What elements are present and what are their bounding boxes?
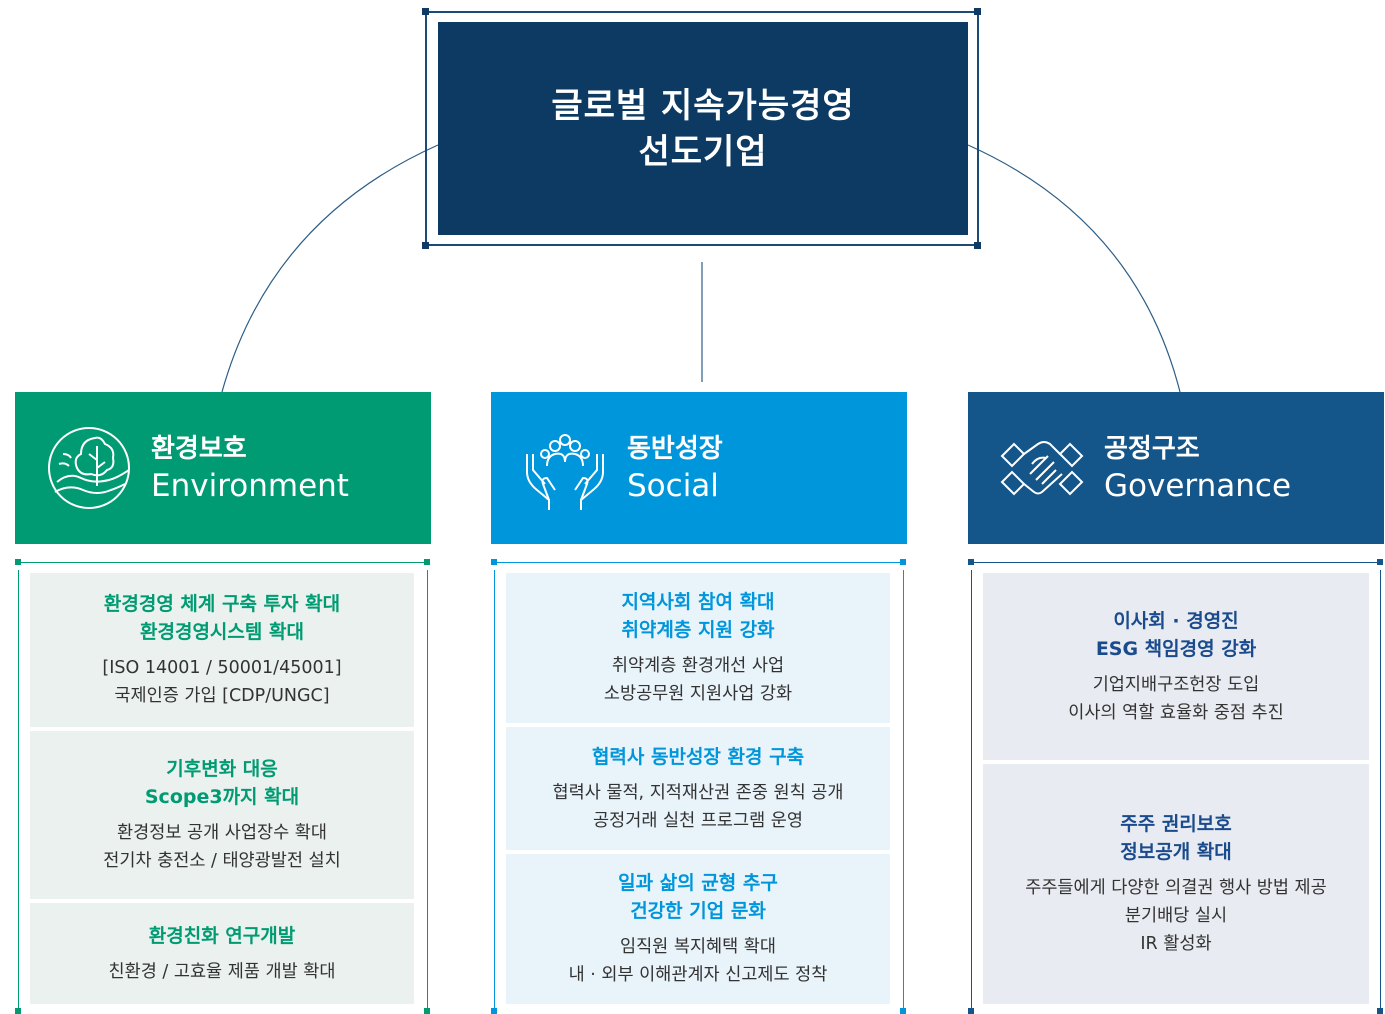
panel-right-border bbox=[1380, 570, 1381, 1008]
frame-corner bbox=[974, 8, 981, 15]
top-title-line2: 선도기업 bbox=[638, 131, 768, 172]
panel-corner bbox=[968, 1008, 974, 1014]
item-detail: 국제인증 가입 [CDP/UNGC] bbox=[114, 686, 330, 706]
item-detail: IR 활성화 bbox=[1140, 934, 1212, 954]
env-item-3: 환경친화 연구개발 친환경 / 고효율 제품 개발 확대 bbox=[30, 903, 414, 1004]
panel-corner bbox=[968, 559, 974, 565]
panel-corner bbox=[15, 559, 21, 565]
category-header-social: 동반성장 Social bbox=[491, 392, 907, 544]
top-title-box: 글로벌 지속가능경영 선도기업 bbox=[438, 22, 968, 235]
item-detail: 환경정보 공개 사업장수 확대 bbox=[117, 823, 327, 843]
item-heading: 기후변화 대응 bbox=[166, 758, 278, 780]
panel-corner bbox=[491, 559, 497, 565]
category-title-ko: 환경보호 bbox=[151, 434, 247, 464]
item-detail: 내 · 외부 이해관계자 신고제도 정착 bbox=[568, 965, 828, 985]
category-header-environment: 환경보호 Environment bbox=[15, 392, 431, 544]
arc-right bbox=[967, 144, 1181, 393]
frame-bottom-line bbox=[424, 244, 980, 246]
soc-item-1: 지역사회 참여 확대 취약계층 지원 강화 취약계층 환경개선 사업 소방공무원… bbox=[506, 573, 890, 723]
frame-left-line bbox=[425, 11, 427, 246]
frame-corner bbox=[974, 242, 981, 249]
gov-item-2: 주주 권리보호 정보공개 확대 주주들에게 다양한 의결권 행사 방법 제공 분… bbox=[983, 764, 1369, 1004]
frame-top-line bbox=[424, 11, 980, 13]
category-title-ko: 공정구조 bbox=[1104, 434, 1200, 464]
item-heading: ESG 책임경영 강화 bbox=[1095, 637, 1257, 660]
frame-right-line bbox=[977, 11, 979, 246]
item-detail: 기업지배구조헌장 도입 bbox=[1092, 674, 1260, 695]
panel-corner bbox=[900, 1008, 906, 1014]
soc-item-2: 협력사 동반성장 환경 구축 협력사 물적, 지적재산권 존중 원칙 공개 공정… bbox=[506, 727, 890, 850]
item-detail: 공정거래 실천 프로그램 운영 bbox=[593, 810, 803, 831]
category-title-en: Governance bbox=[1104, 468, 1292, 504]
item-heading: 취약계층 지원 강화 bbox=[621, 619, 775, 641]
category-title-ko: 동반성장 bbox=[627, 434, 723, 464]
panel-corner bbox=[424, 559, 430, 565]
category-header-governance: 공정구조 Governance bbox=[968, 392, 1384, 544]
soc-item-3: 일과 삶의 균형 추구 건강한 기업 문화 임직원 복지혜택 확대 내 · 외부… bbox=[506, 854, 890, 1004]
earth-tree-icon bbox=[48, 427, 130, 509]
panel-corner bbox=[424, 1008, 430, 1014]
panel-top-border bbox=[971, 562, 1383, 563]
panel-left-border bbox=[18, 570, 19, 1008]
panel-corner bbox=[15, 1008, 21, 1014]
frame-corner bbox=[422, 242, 429, 249]
item-detail: 분기배당 실시 bbox=[1124, 906, 1228, 926]
category-title-en: Environment bbox=[151, 468, 349, 504]
env-item-1: 환경경영 체계 구축 투자 확대 환경경영시스템 확대 [ISO 14001 /… bbox=[30, 573, 414, 727]
gov-item-1: 이사회 · 경영진 ESG 책임경영 강화 기업지배구조헌장 도입 이사의 역할… bbox=[983, 573, 1369, 760]
panel-corner bbox=[491, 1008, 497, 1014]
item-detail: 취약계층 환경개선 사업 bbox=[611, 656, 785, 676]
item-heading: 건강한 기업 문화 bbox=[630, 900, 766, 922]
category-title-en: Social bbox=[627, 468, 719, 504]
item-heading: 일과 삶의 균형 추구 bbox=[618, 872, 778, 894]
panel-top-border bbox=[18, 562, 430, 563]
item-detail: 소방공무원 지원사업 강화 bbox=[603, 684, 793, 704]
panel-left-border bbox=[494, 570, 495, 1008]
panel-corner bbox=[1377, 1008, 1383, 1014]
panel-corner bbox=[900, 559, 906, 565]
handshake-icon bbox=[1000, 441, 1084, 496]
frame-corner bbox=[422, 8, 429, 15]
panel-left-border bbox=[971, 570, 972, 1008]
item-detail: 전기차 충전소 / 태양광발전 설치 bbox=[103, 851, 341, 871]
item-heading: 이사회 · 경영진 bbox=[1113, 609, 1239, 632]
arc-left bbox=[221, 144, 439, 393]
item-heading: 주주 권리보호 bbox=[1120, 813, 1232, 835]
item-heading: 협력사 동반성장 환경 구축 bbox=[591, 745, 805, 768]
panel-corner bbox=[1377, 559, 1383, 565]
item-detail: 주주들에게 다양한 의결권 행사 방법 제공 bbox=[1025, 878, 1327, 898]
item-heading: 환경친화 연구개발 bbox=[148, 924, 296, 947]
env-item-2: 기후변화 대응 Scope3까지 확대 환경정보 공개 사업장수 확대 전기차 … bbox=[30, 731, 414, 899]
item-heading: 환경경영시스템 확대 bbox=[140, 621, 304, 643]
top-title-line1: 글로벌 지속가능경영 bbox=[551, 85, 855, 126]
item-detail: [ISO 14001 / 50001/45001] bbox=[102, 658, 342, 678]
item-detail: 임직원 복지혜택 확대 bbox=[619, 937, 777, 957]
item-heading: 지역사회 참여 확대 bbox=[621, 591, 775, 613]
item-detail: 협력사 물적, 지적재산권 존중 원칙 공개 bbox=[552, 782, 844, 803]
item-heading: 정보공개 확대 bbox=[1120, 841, 1232, 863]
hands-people-icon bbox=[526, 434, 604, 510]
panel-right-border bbox=[427, 570, 428, 1008]
item-heading: 환경경영 체계 구축 투자 확대 bbox=[103, 593, 341, 615]
item-detail: 친환경 / 고효율 제품 개발 확대 bbox=[108, 961, 336, 982]
item-heading: Scope3까지 확대 bbox=[144, 786, 300, 808]
panel-right-border bbox=[903, 570, 904, 1008]
item-detail: 이사의 역할 효율화 중점 추진 bbox=[1068, 702, 1284, 723]
panel-top-border bbox=[494, 562, 906, 563]
